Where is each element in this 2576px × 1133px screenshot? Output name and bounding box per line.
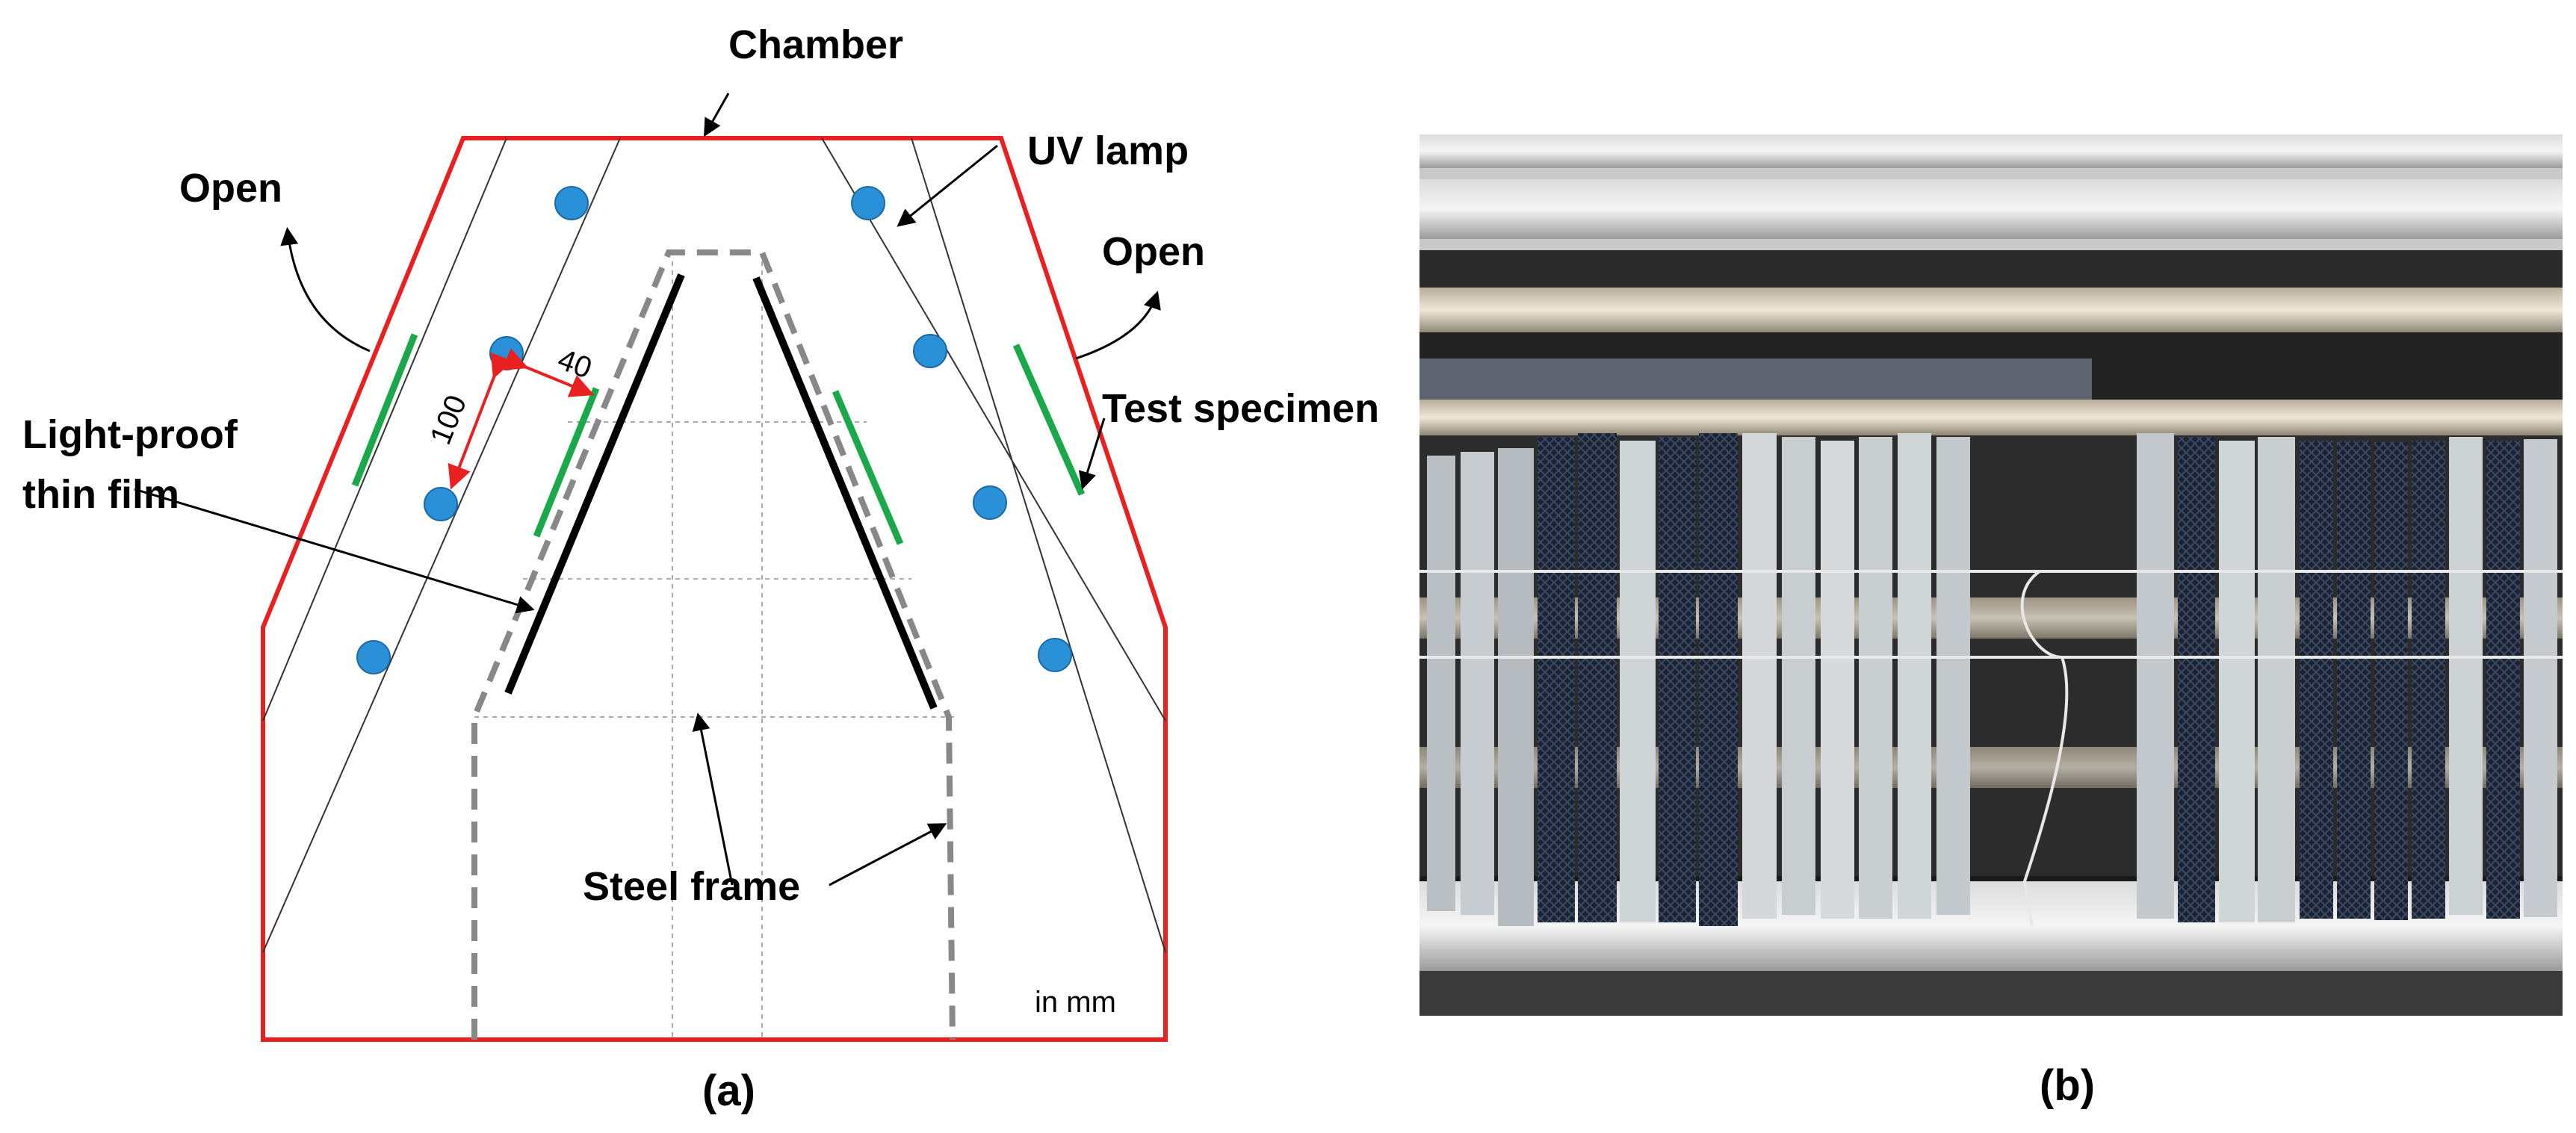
dimension-40-label: 40	[554, 343, 596, 385]
light-proof-films	[504, 273, 938, 710]
specimen-strips-right	[2137, 433, 2557, 922]
light-proof-label-line2: thin film	[22, 472, 179, 517]
test-specimen-label: Test specimen	[1102, 386, 1379, 431]
panel-a-caption: (a)	[702, 1067, 755, 1115]
uv-lamp	[554, 186, 589, 220]
chamber-photo	[1419, 134, 2563, 1016]
uv-lamps	[356, 186, 1072, 674]
steel-frame-outline	[471, 249, 956, 1040]
uv-lamp-label: UV lamp	[1027, 128, 1189, 173]
open-left-label: Open	[179, 166, 282, 211]
dimension-100-label: 100	[424, 391, 474, 449]
panel-b-caption: (b)	[2040, 1061, 2096, 1110]
retaining-wire	[1419, 570, 2563, 927]
frame-grid	[474, 261, 956, 1040]
open-right-label: Open	[1102, 229, 1205, 274]
uv-lamp	[1038, 638, 1072, 672]
steel-frame-label: Steel frame	[583, 864, 800, 909]
uv-chamber-schematic: 100 40 Chamber UV lamp Open Open Test sp…	[22, 22, 1379, 1115]
uv-lamp	[913, 334, 947, 368]
test-specimens	[351, 333, 1086, 545]
uv-lamp	[424, 487, 458, 521]
leader-arrows	[134, 93, 1161, 887]
chamber-outline	[261, 136, 1168, 1042]
units-label: in mm	[1035, 986, 1116, 1019]
dimension-arrows	[448, 348, 595, 490]
dimension-40-arrow	[501, 348, 595, 397]
uv-lamp	[973, 485, 1007, 520]
specimen-strips-left	[1427, 433, 1970, 926]
lamp-track-lines	[262, 137, 1166, 953]
dimension-100-arrow	[448, 352, 513, 490]
uv-lamp	[851, 186, 885, 220]
chamber-label: Chamber	[728, 22, 903, 67]
uv-lamp	[356, 640, 391, 674]
uv-lamp	[489, 336, 524, 370]
light-proof-label-line1: Light-proof	[22, 412, 238, 457]
